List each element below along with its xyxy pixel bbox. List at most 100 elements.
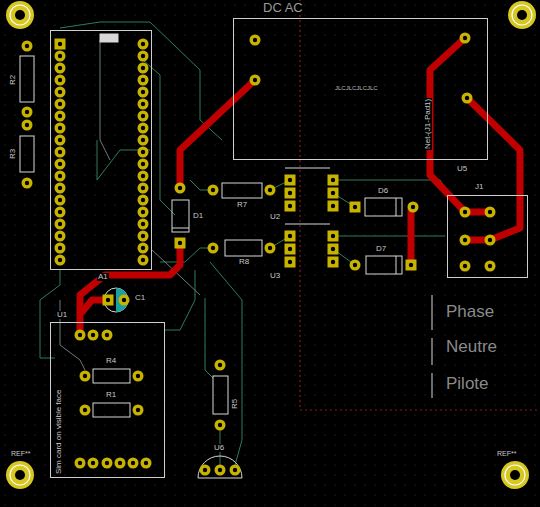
pad-hole bbox=[331, 204, 335, 208]
pad bbox=[138, 123, 149, 134]
pad-hole bbox=[233, 468, 237, 472]
power-trace bbox=[180, 80, 255, 188]
pad-copper bbox=[230, 465, 241, 476]
pad bbox=[55, 123, 66, 134]
pad bbox=[208, 185, 219, 196]
pad-hole bbox=[141, 102, 145, 106]
reference-label: U5 bbox=[456, 165, 468, 173]
pad bbox=[460, 261, 471, 272]
pad-hole bbox=[58, 102, 62, 106]
pad-copper bbox=[55, 39, 66, 50]
pad-copper bbox=[138, 51, 149, 62]
resistor-symbol bbox=[213, 376, 228, 414]
pad-copper bbox=[88, 458, 99, 469]
pad-copper bbox=[138, 147, 149, 158]
pad-copper bbox=[208, 185, 219, 196]
pad-copper bbox=[55, 135, 66, 146]
pad-copper bbox=[328, 231, 339, 242]
pad bbox=[285, 244, 296, 255]
power-trace bbox=[467, 98, 520, 240]
pad bbox=[55, 51, 66, 62]
pad-hole bbox=[58, 198, 62, 202]
pad-copper bbox=[55, 123, 66, 134]
pad bbox=[138, 75, 149, 86]
pad bbox=[328, 257, 339, 268]
pad bbox=[55, 87, 66, 98]
pad bbox=[103, 295, 114, 306]
pad-copper bbox=[55, 99, 66, 110]
pad bbox=[175, 183, 186, 194]
pad bbox=[138, 99, 149, 110]
pad bbox=[328, 201, 339, 212]
pad-hole bbox=[83, 374, 87, 378]
pad bbox=[138, 255, 149, 266]
pad-hole bbox=[141, 186, 145, 190]
pad-copper bbox=[175, 183, 186, 194]
pad-hole bbox=[136, 408, 140, 412]
pad bbox=[250, 75, 261, 86]
capacitor-symbol bbox=[104, 288, 128, 312]
pad-copper bbox=[215, 465, 226, 476]
pad bbox=[350, 202, 361, 213]
pad-copper bbox=[285, 244, 296, 255]
pad-hole bbox=[58, 66, 62, 70]
pad-hole bbox=[58, 138, 62, 142]
pad bbox=[88, 330, 99, 341]
pad-hole bbox=[91, 333, 95, 337]
pad bbox=[55, 147, 66, 158]
pad bbox=[75, 458, 86, 469]
thin-trace bbox=[160, 248, 213, 262]
pad-copper bbox=[55, 147, 66, 158]
pad-copper bbox=[460, 235, 471, 246]
pad bbox=[22, 107, 33, 118]
resistor-symbol bbox=[225, 240, 262, 256]
pad-copper bbox=[138, 255, 149, 266]
pad-copper bbox=[200, 465, 211, 476]
reference-label: D1 bbox=[192, 212, 204, 220]
pad-hole bbox=[141, 198, 145, 202]
pad bbox=[138, 207, 149, 218]
pad-copper bbox=[138, 243, 149, 254]
reference-label: R8 bbox=[238, 258, 250, 266]
reference-label: REF** bbox=[10, 450, 31, 457]
pad bbox=[408, 202, 419, 213]
pad-hole bbox=[141, 162, 145, 166]
pad bbox=[115, 458, 126, 469]
pad bbox=[138, 51, 149, 62]
pad-hole bbox=[58, 174, 62, 178]
pad-hole bbox=[218, 423, 222, 427]
pad-copper bbox=[350, 202, 361, 213]
pad bbox=[138, 183, 149, 194]
pads bbox=[22, 33, 496, 476]
thin-trace bbox=[100, 40, 110, 160]
mounting-hole bbox=[508, 1, 536, 29]
hole-ring bbox=[6, 461, 34, 489]
pad-copper bbox=[485, 235, 496, 246]
pad bbox=[141, 458, 152, 469]
pad-hole bbox=[25, 110, 29, 114]
pad bbox=[328, 188, 339, 199]
pad bbox=[55, 207, 66, 218]
pad-copper bbox=[175, 238, 186, 249]
pad bbox=[138, 219, 149, 230]
pad-hole bbox=[178, 241, 182, 245]
pad bbox=[55, 99, 66, 110]
pad-hole bbox=[91, 461, 95, 465]
pad-copper bbox=[55, 231, 66, 242]
pad bbox=[138, 63, 149, 74]
pad bbox=[102, 458, 113, 469]
pad bbox=[55, 231, 66, 242]
pad-copper bbox=[133, 371, 144, 382]
pad-copper bbox=[55, 159, 66, 170]
pad bbox=[55, 63, 66, 74]
pad-hole bbox=[141, 210, 145, 214]
pad bbox=[138, 195, 149, 206]
pad bbox=[285, 257, 296, 268]
pad bbox=[128, 458, 139, 469]
pad-copper bbox=[138, 171, 149, 182]
pad bbox=[485, 207, 496, 218]
pad-hole bbox=[78, 333, 82, 337]
pad-copper bbox=[141, 458, 152, 469]
pad-hole bbox=[25, 123, 29, 127]
